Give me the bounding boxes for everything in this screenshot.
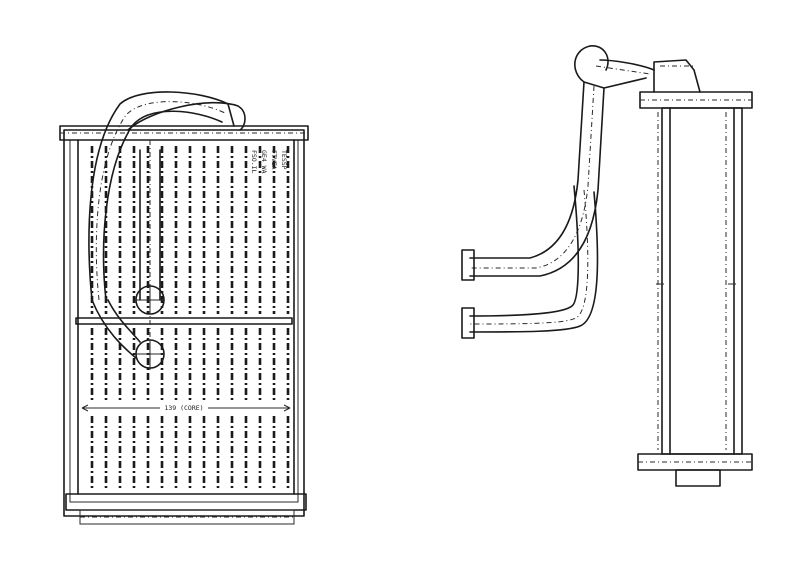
front-pipes [88,91,246,370]
side-pipe-end-lower [461,307,475,339]
side-bottom-fitting [675,469,721,487]
front-fins-lower [90,416,290,490]
side-top-bracket [653,59,701,93]
front-inner-frame [69,139,299,503]
front-view: 139 (CORE) FSO.IL GE4 WA FTVEA TESSP [59,91,309,525]
stamp-line-2: GE4 WA [260,150,268,174]
front-mid-bar [75,317,293,325]
front-dimension: 139 (CORE) [81,402,291,413]
front-outer-frame [63,129,305,517]
front-fins-middle [90,328,290,400]
dimension-label: 139 (CORE) [164,404,203,412]
front-label-stamp: FSO.IL GE4 WA FTVEA TESSP [250,150,288,174]
stamp-line-1: FSO.IL [250,150,258,174]
side-pipes [461,45,655,339]
side-pipe-end-upper [461,249,475,281]
side-view [461,45,753,487]
side-core-body [661,107,743,455]
stamp-line-3: FTVEA [270,150,278,170]
stamp-line-4: TESSP [280,150,288,170]
